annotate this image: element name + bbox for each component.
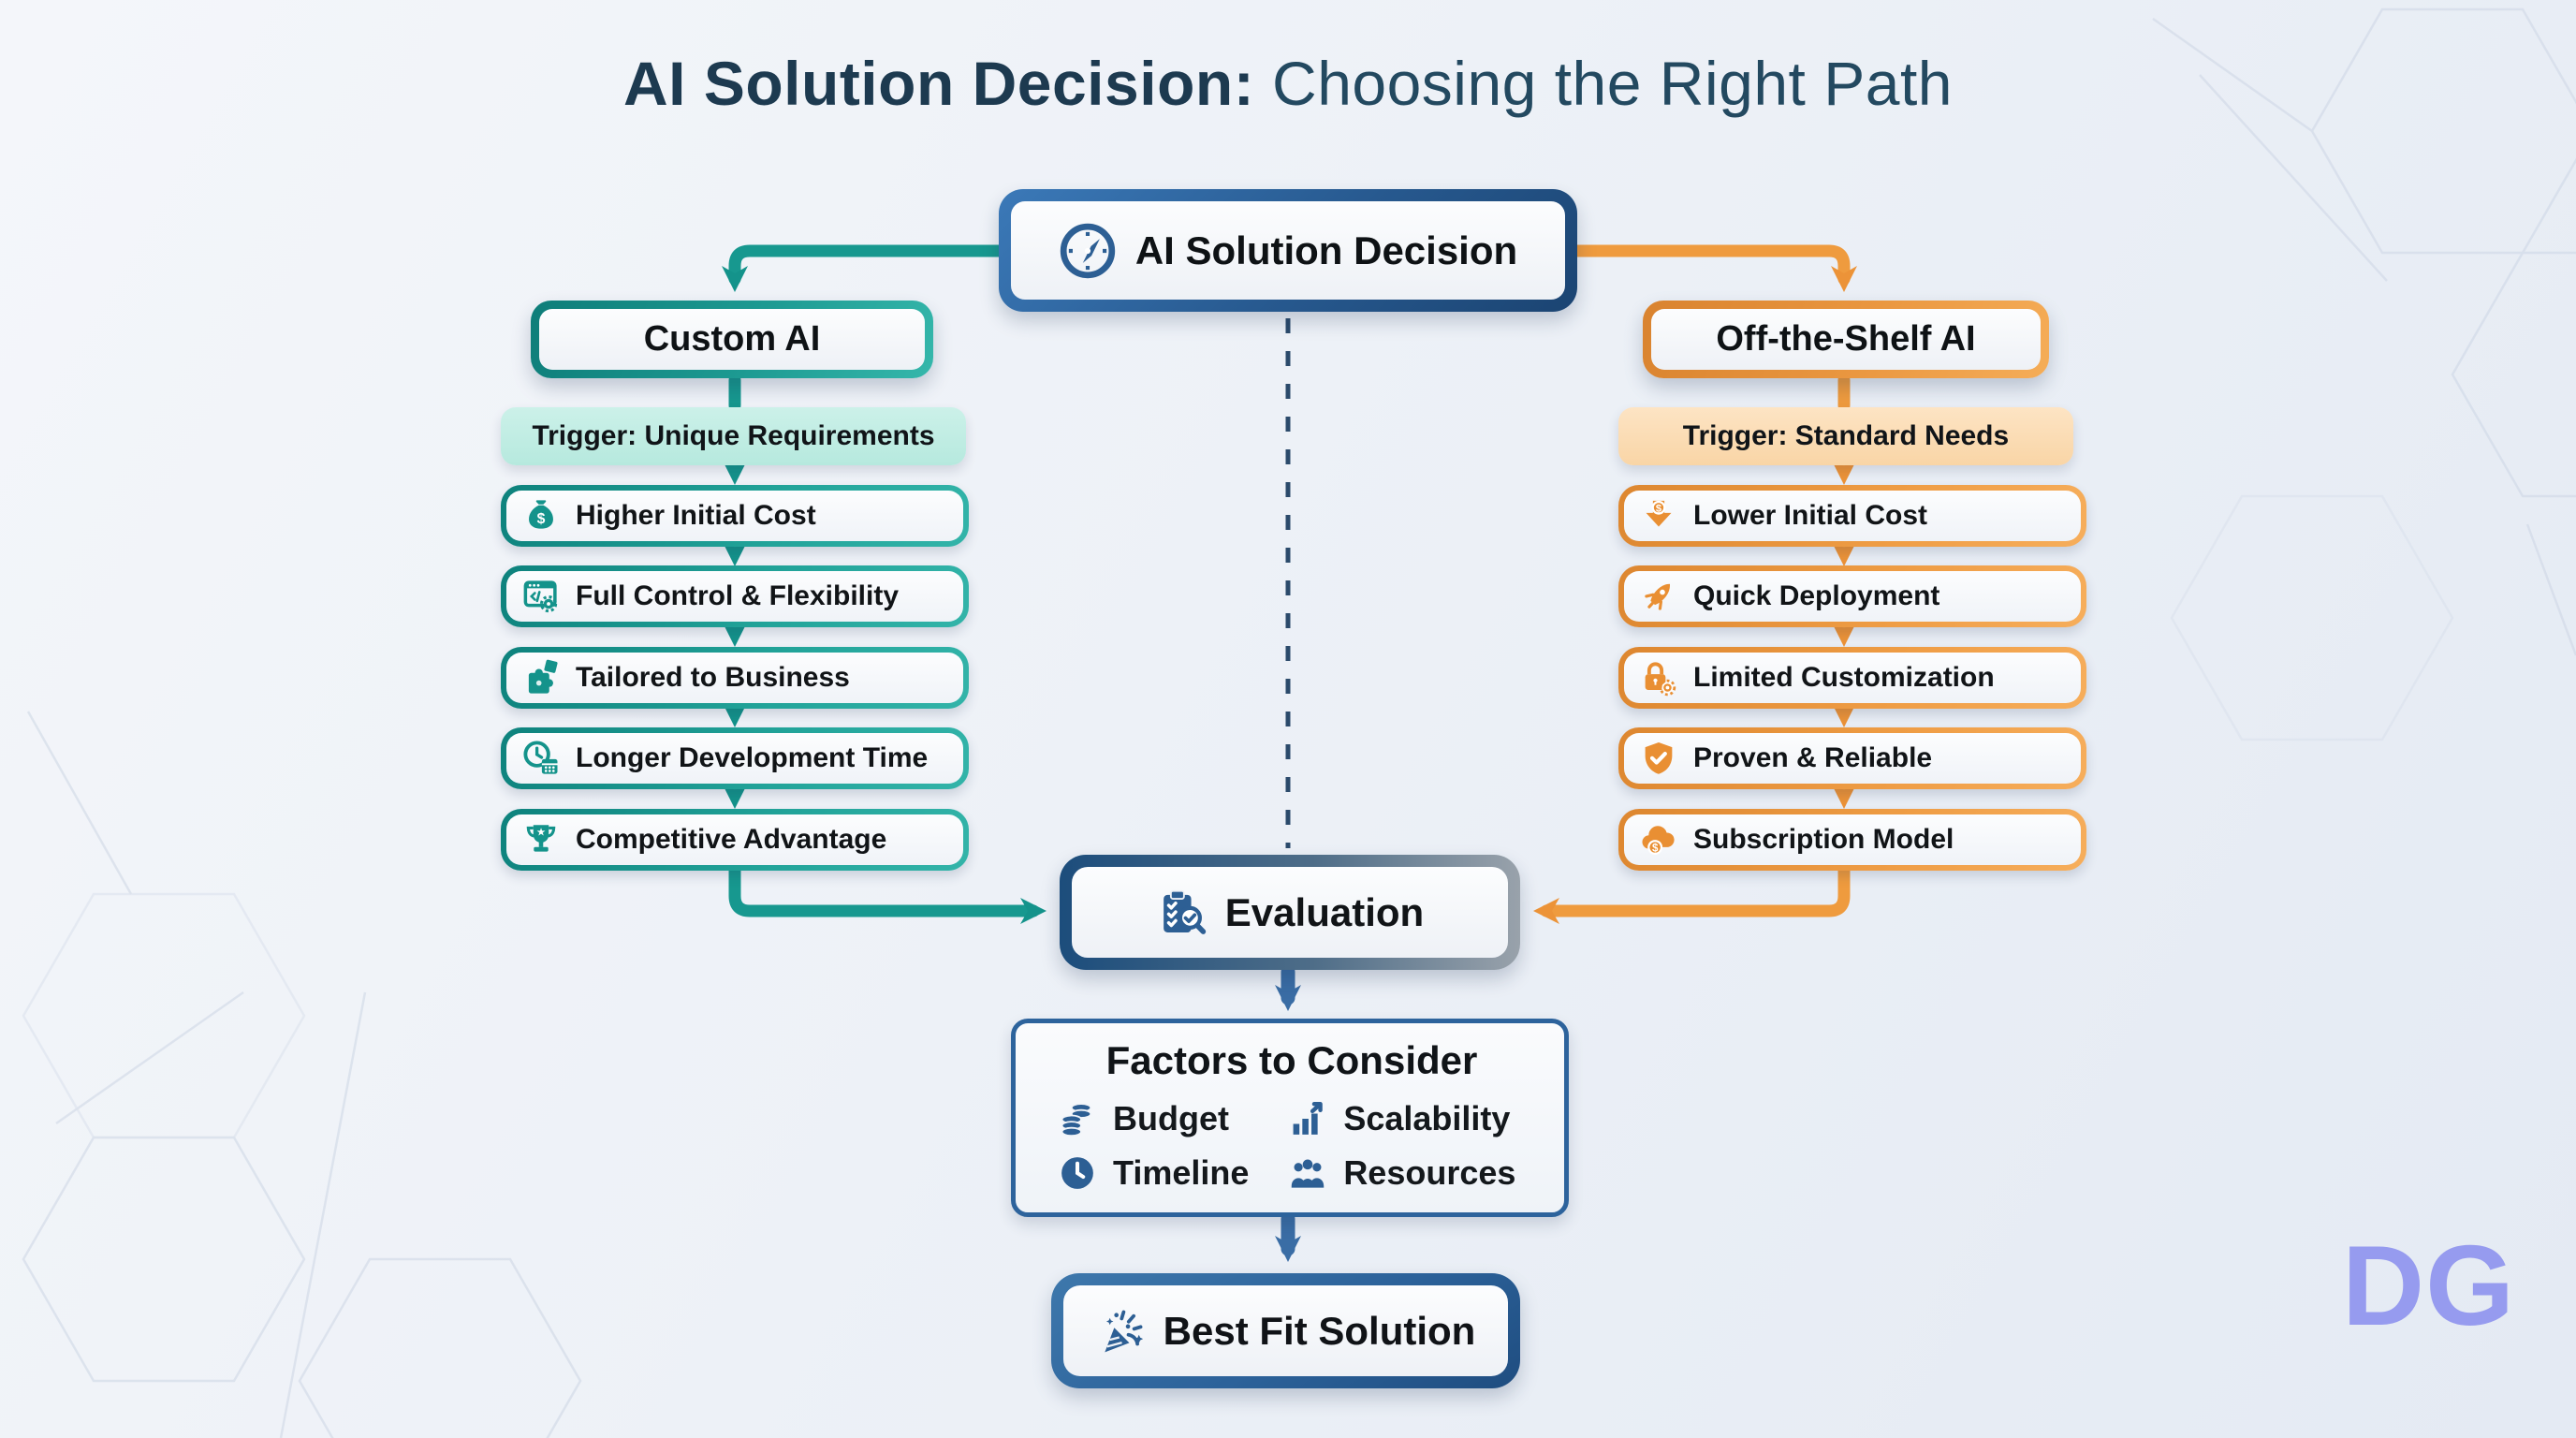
branch-item-inner: ★ Competitive Advantage: [506, 814, 963, 865]
branch-item-label: Proven & Reliable: [1693, 742, 1933, 773]
branch-item: Proven & Reliable: [1618, 727, 2086, 789]
off-the-shelf-ai-header: Off-the-Shelf AI: [1643, 301, 2049, 378]
branch-item-inner: Longer Development Time: [506, 733, 963, 784]
svg-text:$: $: [1656, 503, 1662, 514]
branch-item: $ Lower Initial Cost: [1618, 485, 2086, 547]
arrow-down-dollar-icon: $: [1646, 500, 1672, 527]
shelf-trigger-pill: Trigger: Standard Needs: [1618, 407, 2073, 465]
decision-node: AI Solution Decision: [999, 189, 1577, 312]
factor-label: Timeline: [1113, 1153, 1250, 1192]
factor-item: Budget: [1057, 1098, 1265, 1139]
branch-item-inner: Proven & Reliable: [1624, 733, 2081, 784]
best-fit-node: Best Fit Solution: [1051, 1273, 1520, 1388]
page-title-rest: Choosing the Right Path: [1254, 49, 1953, 118]
puzzle-icon: [528, 659, 558, 694]
factor-item: Scalability: [1287, 1098, 1527, 1139]
branch-item-label: Longer Development Time: [576, 742, 929, 773]
custom-trigger-pill: Trigger: Unique Requirements: [501, 407, 966, 465]
branch-item: Full Control & Flexibility: [501, 565, 969, 627]
code-window-gear-icon: [523, 580, 558, 613]
branch-item: Quick Deployment: [1618, 565, 2086, 627]
evaluation-node-label: Evaluation: [1224, 889, 1425, 934]
factor-label: Scalability: [1343, 1099, 1511, 1137]
custom-trigger-label: Trigger: Unique Requirements: [532, 420, 935, 451]
svg-text:$: $: [537, 511, 546, 527]
cloud-dollar-icon: $: [1642, 826, 1675, 856]
connector-decision-to-custom: [722, 244, 1005, 292]
party-popper-icon: [1105, 1310, 1143, 1352]
branch-item-inner: Quick Deployment: [1624, 571, 2081, 622]
custom-ai-header-inner: Custom AI: [539, 309, 925, 370]
branch-item: Tailored to Business: [501, 647, 969, 709]
svg-text:$: $: [1652, 843, 1659, 854]
custom-ai-header-label: Custom AI: [643, 319, 821, 359]
branch-item-label: Lower Initial Cost: [1693, 500, 1928, 531]
page-title: AI Solution Decision: Choosing the Right…: [0, 49, 2576, 120]
branch-item-inner: $ Lower Initial Cost: [1624, 491, 2081, 541]
clock-icon: [1061, 1157, 1093, 1189]
shelf-trigger-label: Trigger: Standard Needs: [1682, 420, 2010, 451]
branch-item-inner: Limited Customization: [1624, 653, 2081, 703]
team-icon: [1292, 1159, 1325, 1188]
factors-title: Factors to Consider: [1105, 1038, 1478, 1082]
evaluation-node-inner: Evaluation: [1072, 867, 1508, 958]
svg-text:★: ★: [536, 827, 546, 838]
factor-item: Resources: [1287, 1152, 1527, 1194]
factors-box: Factors to Consider Budget: [1011, 1019, 1569, 1217]
clock-calendar-icon: [523, 741, 558, 774]
branch-item: ★ Competitive Advantage: [501, 809, 969, 871]
compass-icon: [1060, 223, 1116, 278]
factor-label: Budget: [1113, 1099, 1229, 1137]
lock-gear-icon: [1645, 662, 1676, 697]
connector-decision-to-shelf: [1571, 244, 1857, 292]
branch-item-label: Higher Initial Cost: [576, 500, 816, 531]
off-the-shelf-ai-header-inner: Off-the-Shelf AI: [1651, 309, 2041, 370]
clipboard-check-magnifier-icon: [1163, 889, 1206, 934]
best-fit-node-label: Best Fit Solution: [1163, 1308, 1476, 1353]
money-bag-icon: $: [529, 500, 553, 529]
factors-grid: Budget Scalability Timeline: [1057, 1098, 1527, 1194]
trophy-icon: ★: [526, 825, 556, 852]
branch-item-inner: $ Subscription Model: [1624, 814, 2081, 865]
decision-node-inner: AI Solution Decision: [1011, 201, 1565, 300]
connector-shelf-to-evaluation: [1533, 864, 1851, 924]
branch-item-inner: Full Control & Flexibility: [506, 571, 963, 622]
branch-item-label: Tailored to Business: [576, 662, 850, 693]
evaluation-node: Evaluation: [1060, 855, 1520, 970]
branch-item: $ Higher Initial Cost: [501, 485, 969, 547]
branch-item: Limited Customization: [1618, 647, 2086, 709]
branch-item-label: Quick Deployment: [1693, 580, 1940, 611]
branch-item-inner: Tailored to Business: [506, 653, 963, 703]
branch-item-label: Competitive Advantage: [576, 824, 887, 855]
rocket-icon: [1645, 583, 1671, 610]
shield-check-icon: [1645, 742, 1673, 774]
bar-chart-up-icon: [1293, 1102, 1324, 1135]
custom-ai-header: Custom AI: [531, 301, 933, 378]
coins-icon: [1061, 1103, 1092, 1137]
best-fit-node-inner: Best Fit Solution: [1063, 1285, 1508, 1376]
branch-item-label: Limited Customization: [1693, 662, 1995, 693]
branch-item-inner: $ Higher Initial Cost: [506, 491, 963, 541]
factor-label: Resources: [1343, 1153, 1516, 1192]
dg-watermark-logo: DG: [2342, 1222, 2515, 1349]
branch-item: Longer Development Time: [501, 727, 969, 789]
off-the-shelf-ai-header-label: Off-the-Shelf AI: [1716, 319, 1976, 359]
decision-node-label: AI Solution Decision: [1134, 227, 1518, 272]
connector-custom-to-evaluation: [728, 864, 1046, 924]
factor-item: Timeline: [1057, 1152, 1265, 1194]
branch-item-label: Full Control & Flexibility: [576, 580, 899, 611]
page-title-bold: AI Solution Decision:: [623, 49, 1255, 118]
branch-item: $ Subscription Model: [1618, 809, 2086, 871]
branch-item-label: Subscription Model: [1693, 824, 1954, 855]
